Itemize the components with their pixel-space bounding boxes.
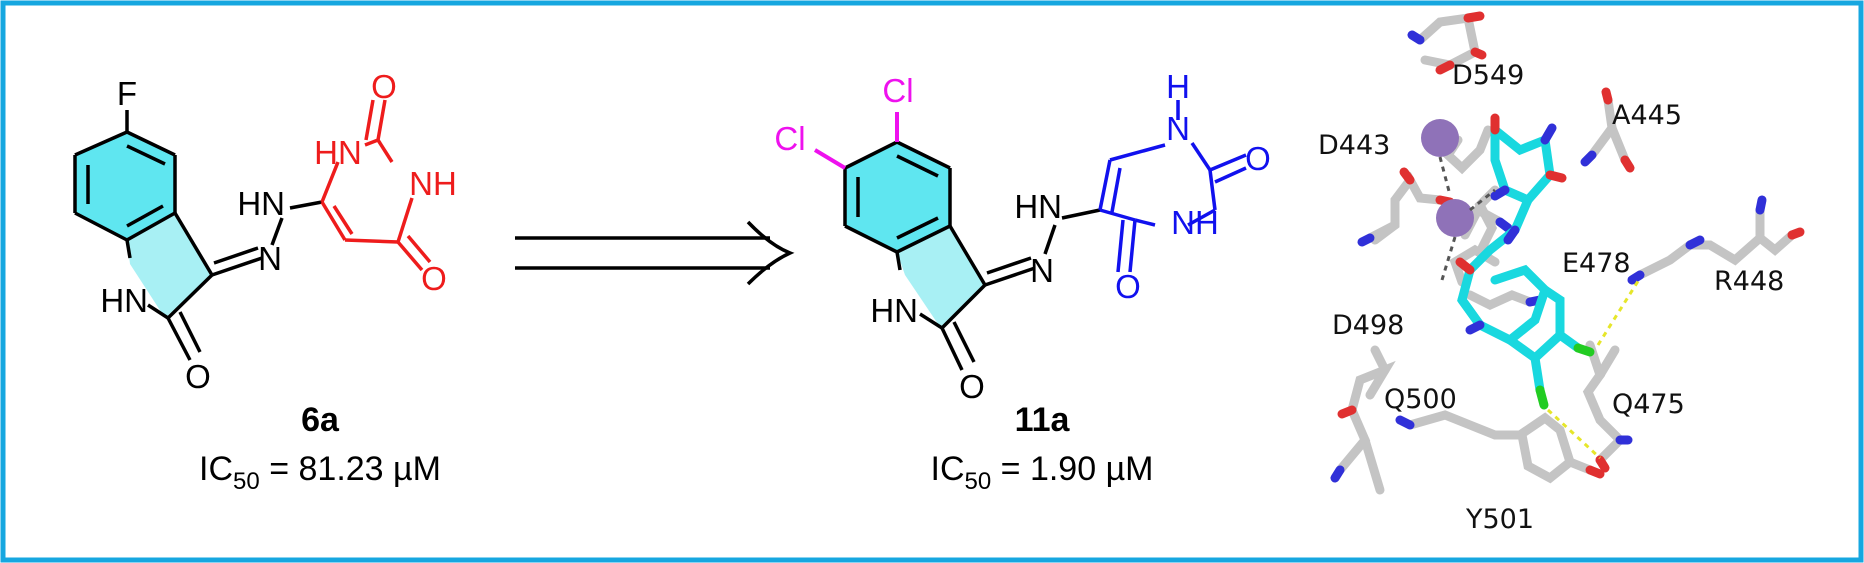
atom-O-lactam: O bbox=[185, 358, 211, 395]
atom-N-imine: N bbox=[258, 240, 282, 277]
residue-label-Q500: Q500 bbox=[1384, 384, 1457, 415]
atom-Cl-top: Cl bbox=[882, 72, 913, 109]
transformation-arrow bbox=[515, 220, 795, 286]
residue-label-D549: D549 bbox=[1452, 60, 1524, 91]
metal-ion-1 bbox=[1421, 119, 1459, 157]
atom-O-lactam-11a: O bbox=[959, 368, 985, 405]
ic50-11a: IC50 = 1.90 µM bbox=[931, 450, 1154, 495]
residue-label-D498: D498 bbox=[1332, 310, 1404, 341]
interaction-lines bbox=[1438, 156, 1642, 460]
residue-label-Q475: Q475 bbox=[1612, 389, 1685, 420]
chlorine-bonds bbox=[813, 112, 899, 170]
residue-label-E478: E478 bbox=[1562, 248, 1631, 279]
residue-label-Y501: Y501 bbox=[1465, 504, 1534, 535]
ligand-heteroatoms bbox=[1455, 113, 1595, 410]
five-ring-fill-11a bbox=[897, 226, 985, 330]
atom-HN-ring-11a: HN bbox=[870, 292, 918, 329]
atom-HN-hydrazone: HN bbox=[237, 185, 285, 222]
atom-HN-ring: HN bbox=[100, 282, 148, 319]
binding-site-image: D549 A445 D443 E478 R448 D498 Q500 Q475 … bbox=[1318, 11, 1805, 535]
bond-N-uracil bbox=[289, 200, 323, 210]
five-ring-fill bbox=[127, 213, 212, 318]
compound-6a-structure: F HN O N HN HN NH O O bbox=[73, 68, 457, 395]
compound-label-11a: 11a bbox=[1015, 401, 1071, 439]
metal-ion-2 bbox=[1436, 199, 1474, 237]
atom-HN-hydrazone-11a: HN bbox=[1014, 188, 1062, 225]
atom-F: F bbox=[117, 75, 137, 112]
atom-O-right-11a: O bbox=[1245, 140, 1271, 177]
protein-residue-sticks bbox=[1335, 12, 1797, 495]
atom-NH-uracil-6a: NH bbox=[409, 165, 457, 202]
uracil-ring-11a bbox=[1098, 100, 1247, 273]
atom-O-right-6a: O bbox=[421, 260, 447, 297]
residue-label-A445: A445 bbox=[1612, 100, 1682, 131]
atom-Cl-left: Cl bbox=[774, 120, 805, 157]
compound-label-6a: 6a bbox=[301, 401, 340, 439]
uracil-ring-6a bbox=[320, 99, 432, 272]
benzene-ring-11a bbox=[843, 140, 1101, 371]
atom-O-bottom-11a: O bbox=[1115, 268, 1141, 305]
compound-11a-structure: Cl Cl HN O N HN H N O NH O bbox=[774, 68, 1270, 405]
ic50-6a: IC50 = 81.23 µM bbox=[199, 450, 441, 495]
ligand-sticks bbox=[1457, 125, 1583, 395]
atom-NH-uracil-11a: NH bbox=[1171, 204, 1219, 241]
atom-O-top-6a: O bbox=[371, 68, 397, 105]
residue-label-D443: D443 bbox=[1318, 130, 1390, 161]
atom-H-top-11a: H bbox=[1166, 68, 1190, 105]
benzene-ring bbox=[73, 110, 284, 361]
atom-N-imine-11a: N bbox=[1030, 252, 1054, 289]
protein-heteroatoms bbox=[1330, 11, 1805, 483]
atom-N-top-11a: N bbox=[1166, 110, 1190, 147]
residue-label-R448: R448 bbox=[1714, 266, 1784, 297]
atom-HN-uracil-6a: HN bbox=[314, 134, 362, 171]
